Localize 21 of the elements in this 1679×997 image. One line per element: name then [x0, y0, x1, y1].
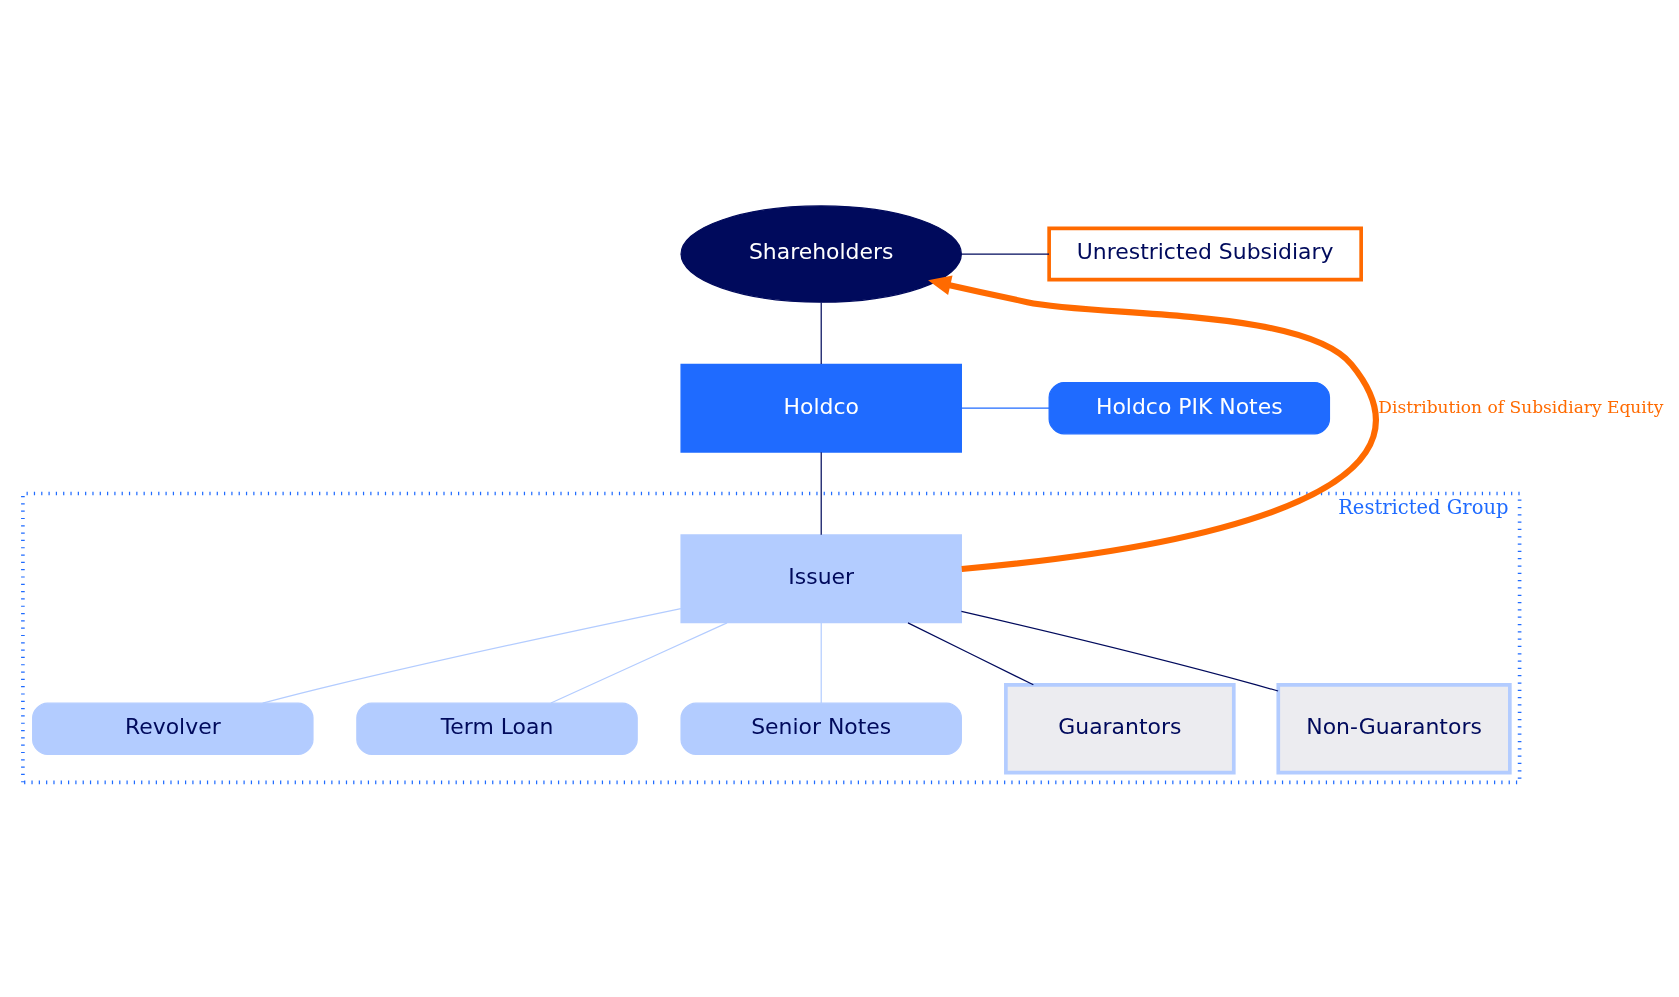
node-box: Term Loan	[356, 702, 638, 755]
connector	[960, 407, 1050, 409]
connector	[262, 607, 682, 704]
connector	[820, 301, 822, 365]
node-box: Non-Guarantors	[1276, 682, 1512, 774]
node-ellipse: Shareholders	[680, 204, 962, 303]
node-box: Unrestricted Subsidiary	[1047, 226, 1363, 281]
arrow	[928, 275, 1379, 572]
node-box: Revolver	[32, 702, 314, 755]
node-box: Holdco PIK Notes	[1048, 381, 1331, 434]
connector	[960, 610, 1279, 692]
connector	[960, 252, 1050, 255]
connector	[550, 621, 728, 704]
node-box: Holdco	[680, 363, 962, 453]
node-box: Guarantors	[1004, 682, 1236, 774]
connector	[907, 621, 1034, 685]
edge-label: Distribution of Subsidiary Equity	[1378, 396, 1664, 417]
node-box: Issuer	[680, 533, 962, 623]
connector	[820, 451, 822, 535]
connector	[820, 622, 822, 704]
node-box: Senior Notes	[680, 702, 962, 755]
